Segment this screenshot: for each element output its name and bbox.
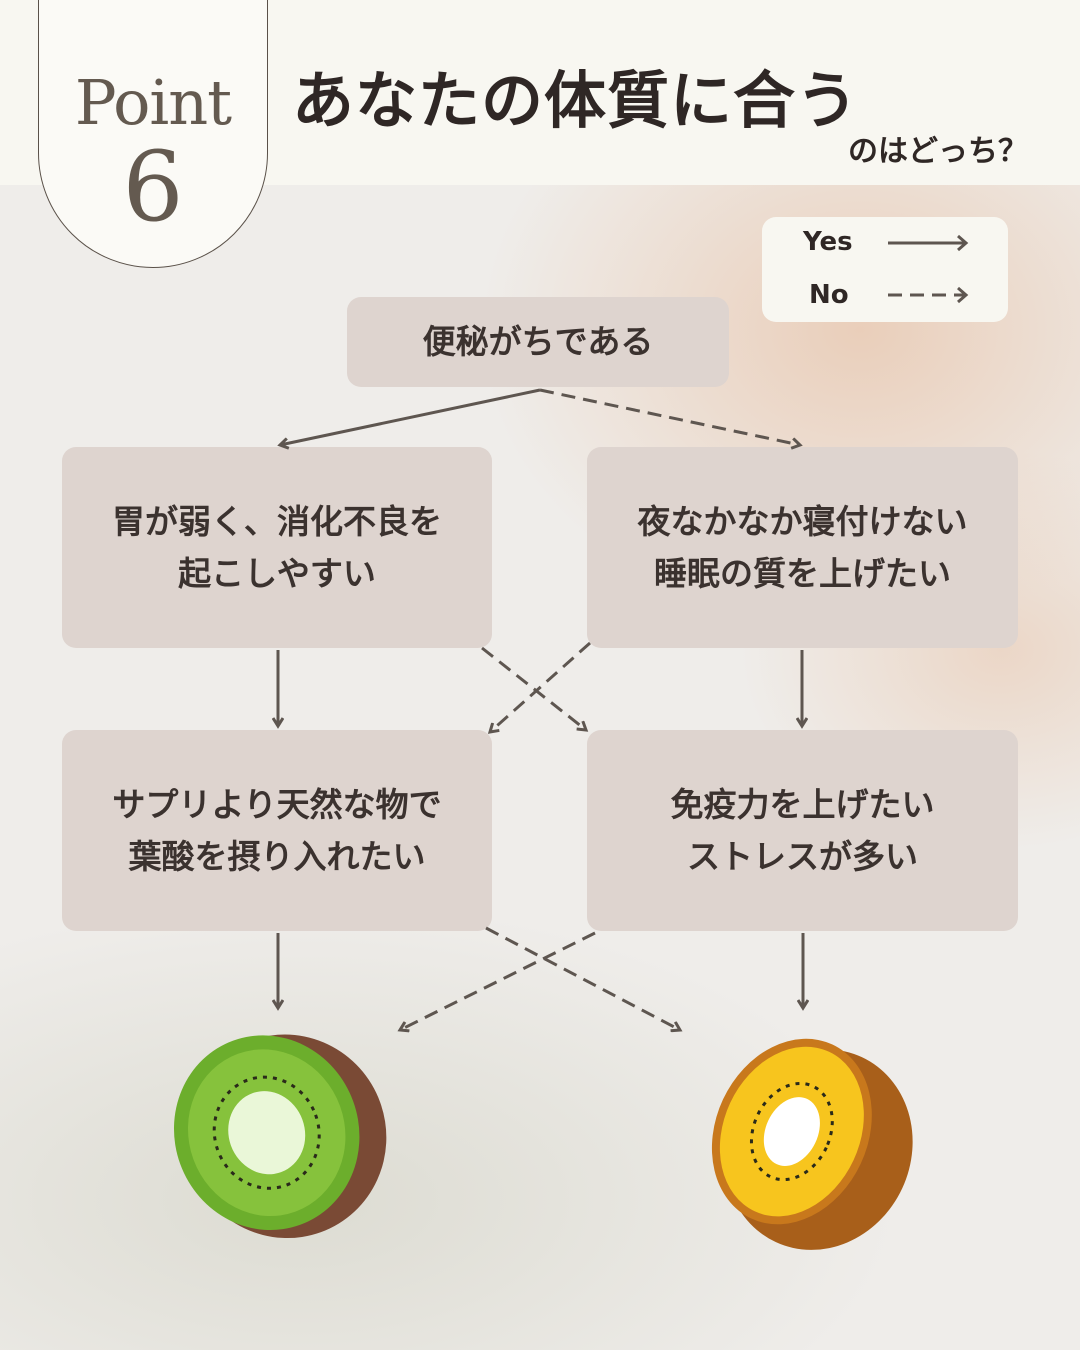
point-number: 6 <box>122 131 184 243</box>
question-text: 葉酸を摂り入れたい <box>128 836 426 876</box>
legend: Yes No <box>762 217 1008 322</box>
yes-arrow <box>280 388 541 445</box>
legend-no-label: No <box>809 280 849 310</box>
start-question: 便秘がちである <box>347 297 729 387</box>
legend-arrows <box>888 234 969 304</box>
point-label: Point <box>74 66 232 139</box>
no-arrow <box>490 641 591 732</box>
no-arrow <box>481 646 586 730</box>
question-text: 胃が弱く、消化不良を <box>112 501 442 541</box>
question-text: 免疫力を上げたい <box>670 784 935 824</box>
page-subtitle: のはどっち？ <box>848 134 1028 169</box>
gold-kiwi-icon <box>711 1038 913 1250</box>
question-text: サプリより天然な物で <box>112 784 442 824</box>
question-left-1: 胃が弱く、消化不良を起こしやすい <box>62 447 492 648</box>
question-right-2: 免疫力を上げたいストレスが多い <box>587 730 1018 931</box>
no-arrow <box>539 388 800 445</box>
no-arrow <box>485 926 680 1030</box>
question-text: 夜なかなか寝付けない <box>637 501 968 541</box>
green-kiwi-icon <box>173 1034 387 1239</box>
page-title: あなたの体質に合う <box>292 64 860 137</box>
question-text: 睡眠の質を上げたい <box>654 553 951 593</box>
point-badge: Point 6 <box>38 0 268 268</box>
start-question-text: 便秘がちである <box>422 322 654 361</box>
question-text: 起こしやすい <box>178 553 376 593</box>
no-arrow <box>400 931 596 1030</box>
question-right-1: 夜なかなか寝付けない睡眠の質を上げたい <box>587 447 1018 648</box>
question-text: ストレスが多い <box>687 836 918 876</box>
legend-yes-label: Yes <box>803 227 853 257</box>
question-left-2: サプリより天然な物で葉酸を摂り入れたい <box>62 730 492 931</box>
